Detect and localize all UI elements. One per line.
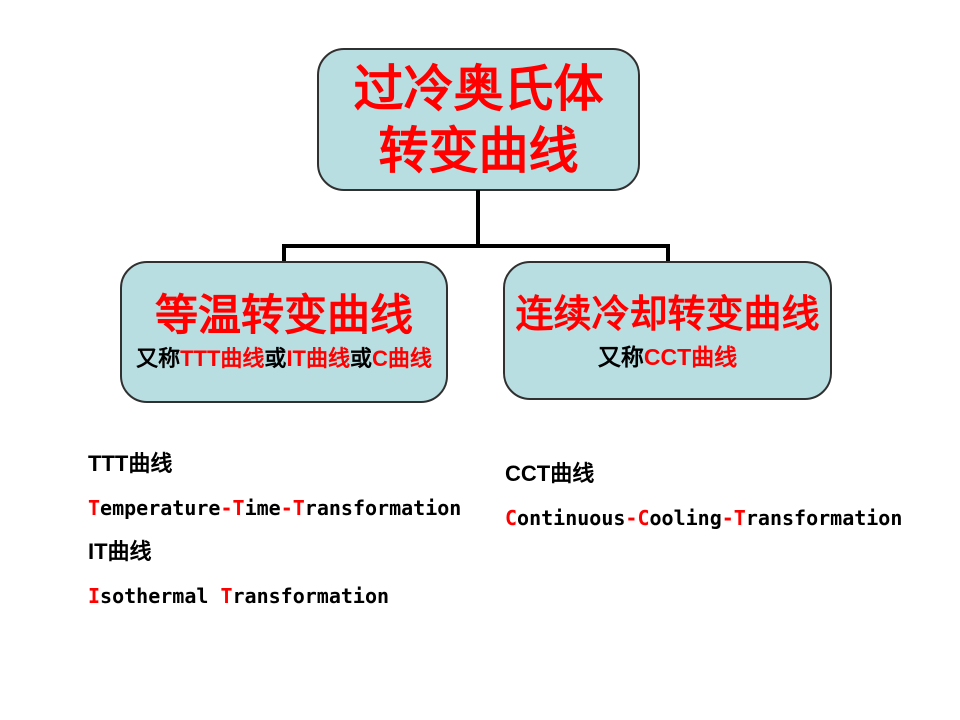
text-segment: C曲线 [372, 346, 432, 371]
text-segment: TTT曲线 [88, 451, 173, 476]
note-it-expansion: Isothermal Transformation [88, 574, 461, 618]
text-segment: ooling [649, 506, 722, 530]
notes-block-cct: CCT曲线 Continuous-Cooling-Transformation [505, 452, 902, 540]
note-ttt-label: TTT曲线 [88, 442, 461, 486]
text-segment: CCT曲线 [505, 461, 595, 486]
text-segment: 或 [264, 346, 287, 371]
text-segment: ransformation [232, 584, 390, 608]
node-isothermal-curve[interactable]: 等温转变曲线 又称TTT曲线或IT曲线或C曲线 [120, 261, 448, 403]
text-segment: CCT曲线 [643, 343, 738, 370]
text-segment: -C [625, 506, 650, 530]
node-root-supercooled-austenite[interactable]: 过冷奥氏体 转变曲线 [317, 48, 640, 191]
isothermal-title: 等温转变曲线 [155, 292, 413, 340]
text-segment: 又称 [597, 343, 644, 370]
isothermal-subtitle: 又称TTT曲线或IT曲线或C曲线 [136, 344, 432, 374]
text-segment: ontinuous [517, 506, 626, 530]
text-segment: TTT曲线 [180, 346, 265, 371]
text-segment: IT曲线 [286, 346, 350, 371]
notes-block-ttt-it: TTT曲线 Temperature-Time-Transformation IT… [88, 442, 461, 618]
connector-stem [476, 190, 480, 248]
text-segment: I [88, 584, 101, 608]
text-segment: sothermal [100, 584, 221, 608]
text-segment: ime [244, 496, 281, 520]
note-it-label: IT曲线 [88, 530, 461, 574]
text-segment: T [220, 584, 233, 608]
text-segment: IT曲线 [88, 539, 152, 564]
note-cct-label: CCT曲线 [505, 452, 902, 496]
continuous-cooling-title: 连续冷却转变曲线 [515, 293, 820, 336]
text-segment: T [88, 496, 101, 520]
connector-drop-left [282, 246, 286, 263]
node-continuous-cooling-curve[interactable]: 连续冷却转变曲线 又称CCT曲线 [503, 261, 832, 400]
text-segment: ransformation [304, 496, 462, 520]
text-segment: emperature [100, 496, 221, 520]
note-cct-expansion: Continuous-Cooling-Transformation [505, 496, 902, 540]
text-segment: -T [280, 496, 305, 520]
text-segment: ransformation [745, 506, 903, 530]
root-title-line-1: 过冷奥氏体 [353, 60, 604, 117]
text-segment: -T [721, 506, 746, 530]
note-ttt-expansion: Temperature-Time-Transformation [88, 486, 461, 530]
text-segment: -T [220, 496, 245, 520]
text-segment: 又称 [136, 346, 181, 371]
continuous-cooling-subtitle: 又称CCT曲线 [598, 342, 737, 372]
text-segment: C [505, 506, 518, 530]
root-title-line-2: 转变曲线 [378, 122, 579, 179]
connector-drop-right [666, 246, 670, 263]
text-segment: 或 [350, 346, 373, 371]
connector-horizontal-bar [282, 244, 670, 248]
